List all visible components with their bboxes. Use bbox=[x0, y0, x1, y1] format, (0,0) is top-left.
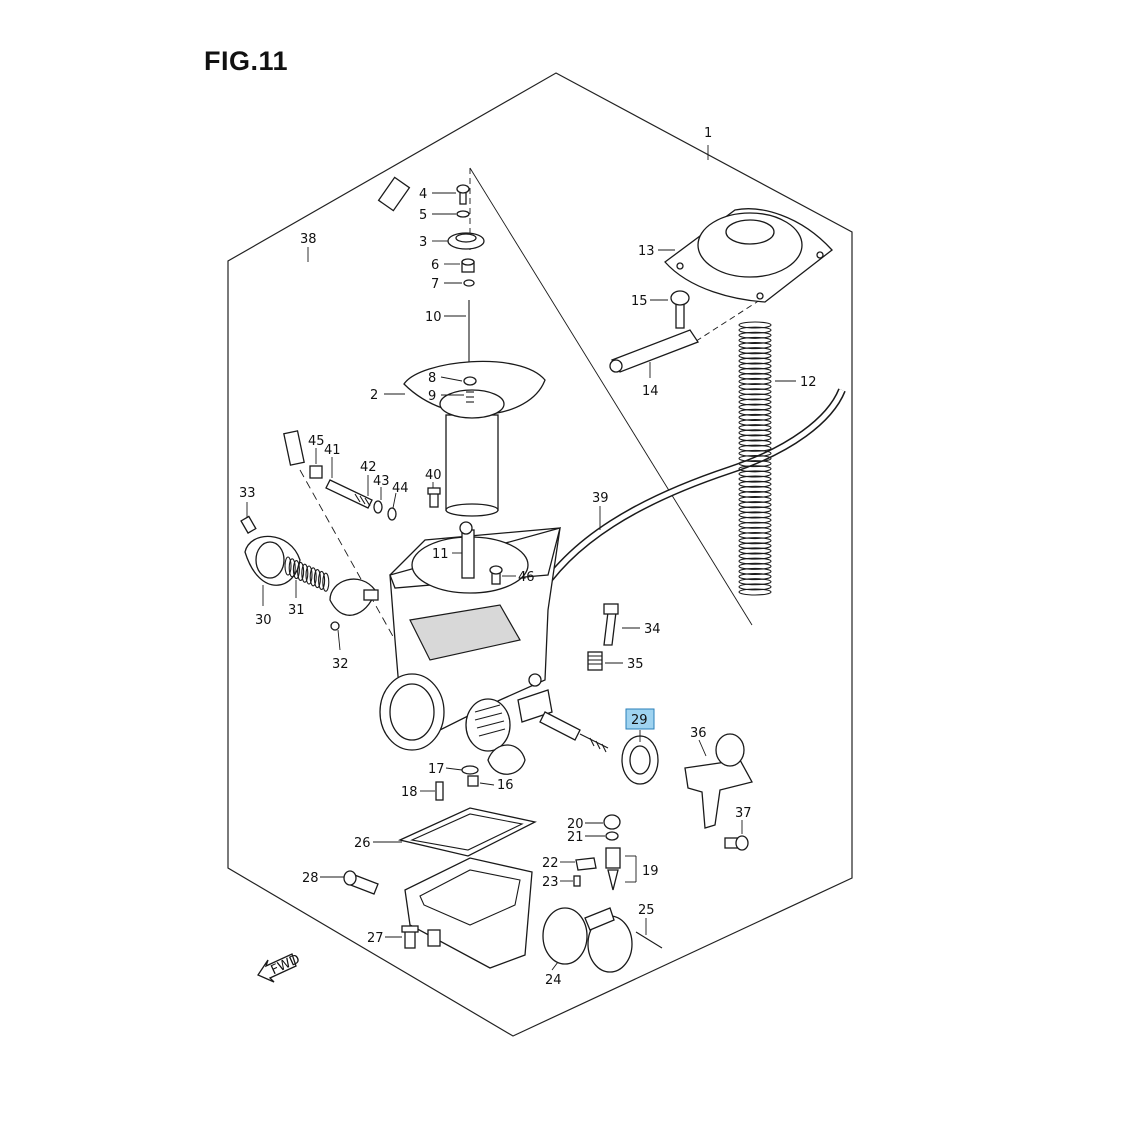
callout-34: 34 bbox=[644, 622, 661, 637]
callout-19: 19 bbox=[642, 864, 659, 879]
callout-28: 28 bbox=[302, 871, 319, 886]
callout-38: 38 bbox=[300, 232, 317, 247]
starter-plunger bbox=[539, 711, 659, 785]
callout-3: 3 bbox=[419, 235, 427, 250]
callout-14: 14 bbox=[642, 384, 659, 399]
callout-36: 36 bbox=[690, 726, 707, 741]
drain-plug bbox=[467, 775, 479, 787]
fuel-hose bbox=[531, 388, 846, 603]
callout-44: 44 bbox=[392, 481, 409, 496]
jet-screw bbox=[573, 875, 581, 887]
cable-bracket bbox=[684, 733, 753, 829]
float bbox=[542, 907, 633, 973]
callout-15: 15 bbox=[631, 294, 648, 309]
callout-9: 9 bbox=[428, 389, 436, 404]
callout-26: 26 bbox=[354, 836, 371, 851]
callout-12: 12 bbox=[800, 375, 817, 390]
drain-screw bbox=[401, 925, 419, 949]
callout-17: 17 bbox=[428, 762, 445, 777]
retaining-plate bbox=[609, 329, 699, 373]
guide-line bbox=[299, 469, 396, 641]
throttle-stop-spring bbox=[587, 651, 603, 671]
main-jet bbox=[603, 814, 621, 830]
callout-21: 21 bbox=[567, 830, 584, 845]
callout-29-highlight bbox=[625, 708, 655, 730]
piston-diaphragm bbox=[403, 360, 546, 517]
callout-33: 33 bbox=[239, 486, 256, 501]
top-cap-screw bbox=[670, 290, 690, 329]
diaphragm-cap-screw bbox=[456, 184, 470, 205]
callout-10: 10 bbox=[425, 310, 442, 325]
callout-46: 46 bbox=[518, 570, 535, 585]
guide-line bbox=[689, 299, 761, 346]
drain-washer bbox=[461, 765, 479, 775]
callout-7: 7 bbox=[431, 277, 439, 292]
callout-30: 30 bbox=[255, 613, 272, 628]
callout-labels: 1 2 3 4 5 6 7 8 9 10 11 12 13 bbox=[239, 126, 817, 988]
callout-5: 5 bbox=[419, 208, 427, 223]
forward-direction-arrow: FWD bbox=[257, 952, 303, 983]
callout-4: 4 bbox=[419, 187, 427, 202]
vent-screw bbox=[427, 487, 441, 508]
fwd-label: FWD bbox=[269, 952, 303, 978]
washer bbox=[456, 210, 470, 218]
pump-spring bbox=[284, 556, 330, 592]
idle-adjust-screw-set bbox=[309, 465, 397, 521]
callout-22: 22 bbox=[542, 856, 559, 871]
callout-27: 27 bbox=[367, 931, 384, 946]
float-chamber-gasket bbox=[398, 807, 537, 857]
figure-title: FIG.11 bbox=[204, 46, 289, 76]
callout-2: 2 bbox=[370, 388, 378, 403]
callout-11: 11 bbox=[432, 547, 449, 562]
callout-16: 16 bbox=[497, 778, 514, 793]
piston-spring bbox=[738, 321, 772, 596]
carburetor-top-cap bbox=[664, 208, 833, 303]
callout-8: 8 bbox=[428, 371, 436, 386]
callout-6: 6 bbox=[431, 258, 439, 273]
callout-32: 32 bbox=[332, 657, 349, 672]
float-chamber-screw bbox=[489, 565, 503, 585]
chamber-mounting-screw bbox=[343, 870, 379, 895]
callout-29: 29 bbox=[631, 713, 648, 728]
throttle-stop-screw bbox=[603, 603, 619, 646]
needle-retainer bbox=[461, 258, 475, 273]
callout-40: 40 bbox=[425, 468, 442, 483]
callout-41: 41 bbox=[324, 443, 341, 458]
assembly-boundary bbox=[227, 72, 853, 1037]
callout-39: 39 bbox=[592, 491, 609, 506]
callout-20: 20 bbox=[567, 817, 584, 832]
callout-45: 45 bbox=[308, 434, 325, 449]
float-valve bbox=[605, 847, 621, 891]
callout-42: 42 bbox=[360, 460, 377, 475]
callout-23: 23 bbox=[542, 875, 559, 890]
callout-13: 13 bbox=[638, 244, 655, 259]
callout-37: 37 bbox=[735, 806, 752, 821]
pump-cover bbox=[240, 515, 301, 586]
clip-ring bbox=[463, 279, 475, 287]
guide-line bbox=[469, 167, 753, 626]
float-pin bbox=[635, 931, 663, 949]
callout-25: 25 bbox=[638, 903, 655, 918]
callout-35: 35 bbox=[627, 657, 644, 672]
callout-43: 43 bbox=[373, 474, 390, 489]
pump-diaphragm bbox=[329, 578, 379, 631]
callout-24: 24 bbox=[545, 973, 562, 988]
callout-31: 31 bbox=[288, 603, 305, 618]
float-chamber bbox=[404, 857, 533, 969]
clip bbox=[575, 857, 597, 871]
diaphragm-cap bbox=[447, 232, 485, 250]
pilot-jet bbox=[435, 781, 444, 801]
callout-1: 1 bbox=[704, 126, 712, 141]
callout-18: 18 bbox=[401, 785, 418, 800]
bracket-screw bbox=[724, 835, 749, 851]
jet-washer bbox=[605, 831, 619, 841]
throttle-cable bbox=[281, 176, 411, 466]
carburetor-body bbox=[379, 521, 561, 775]
